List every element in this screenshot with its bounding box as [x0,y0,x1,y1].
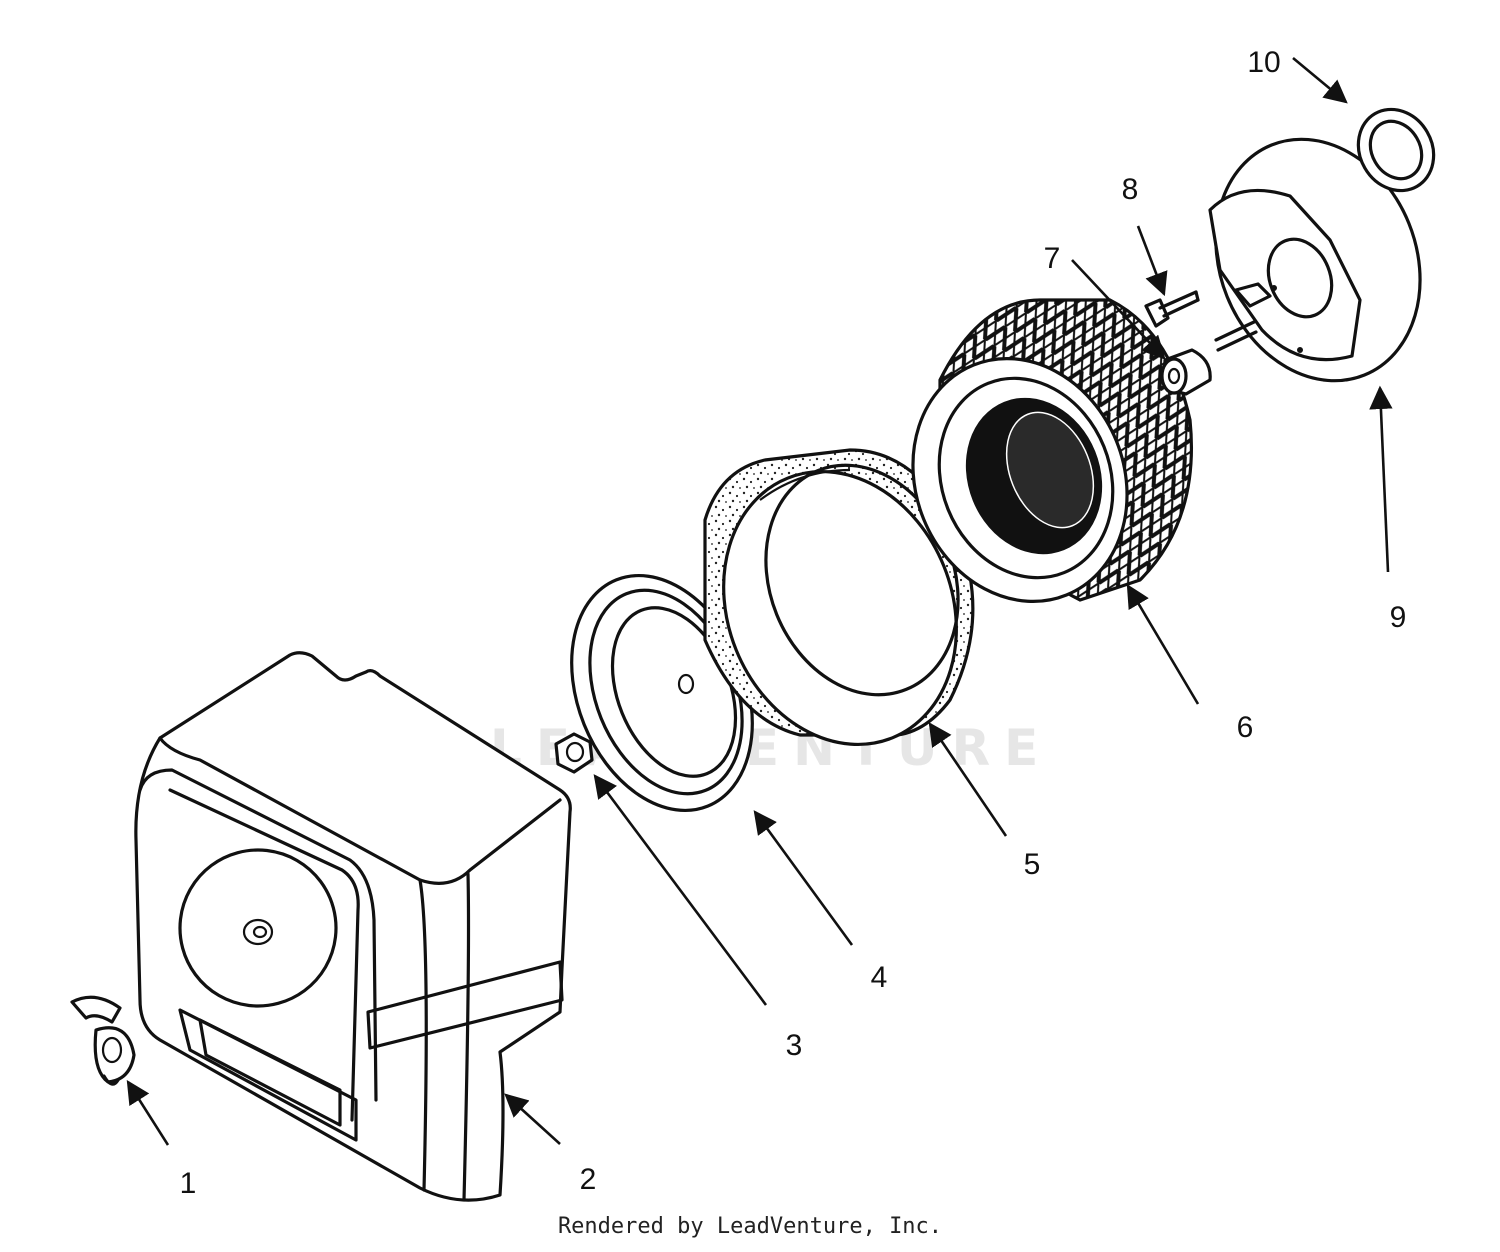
callout-1: 1 [180,1167,197,1200]
spacer-part [1160,348,1212,396]
gasket-part [1356,107,1436,193]
render-credit: Rendered by LeadVenture, Inc. [557,1214,943,1239]
callout-9: 9 [1390,601,1407,634]
callout-2: 2 [580,1163,597,1196]
callout-5: 5 [1024,848,1041,881]
air-cleaner-cover-part [134,651,572,1202]
wing-nut-part [70,995,136,1086]
callout-6: 6 [1237,711,1254,744]
callout-8: 8 [1122,173,1139,206]
paper-element-part [911,298,1194,603]
callout-10: 10 [1247,46,1280,79]
callout-4: 4 [871,961,888,994]
callout-3: 3 [786,1029,803,1062]
callout-7: 7 [1044,242,1061,275]
back-plate-part [1208,137,1422,383]
hex-nut-part [554,732,594,774]
leader-lines [126,56,1393,1146]
bolt-part [1144,290,1200,328]
callout-labels: 1 2 3 4 5 6 7 8 9 10 [180,46,1407,1200]
